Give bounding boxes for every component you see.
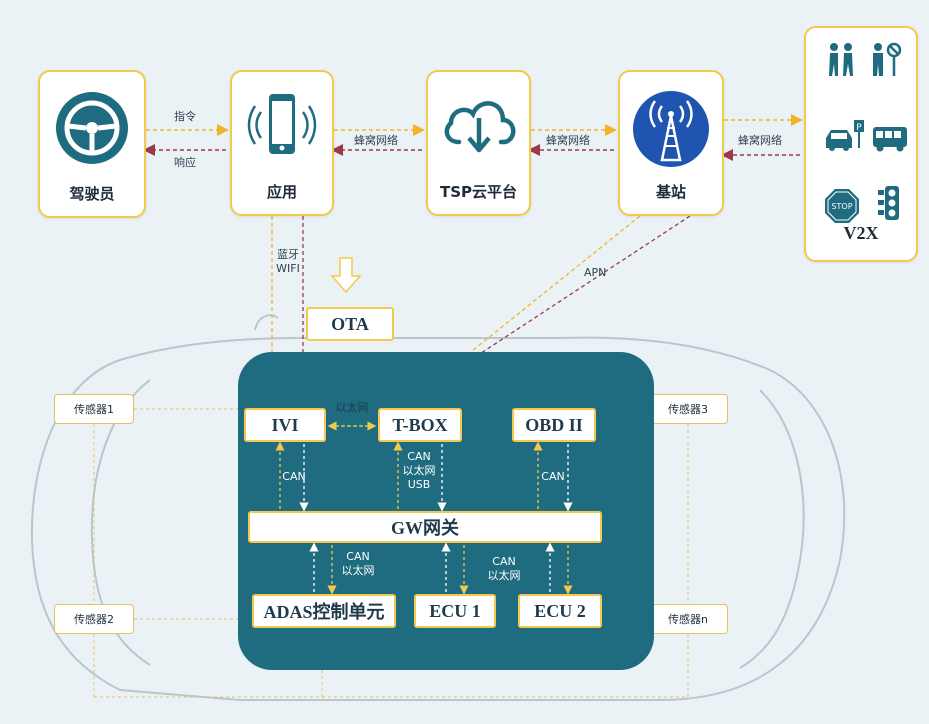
obd-gw-can-label: CAN (541, 470, 565, 483)
driver-app-response-label: 响应 (174, 156, 196, 169)
sensor-3[interactable]: 传感器3 (648, 394, 728, 424)
ivi-gw-can-label: CAN (282, 470, 306, 483)
ecu2-box[interactable]: ECU 2 (518, 594, 602, 628)
sensor-1[interactable]: 传感器1 (54, 394, 134, 424)
tsp-node[interactable]: TSP云平台 (426, 70, 531, 216)
v2x-label: V2X (843, 223, 879, 243)
cell-tower-icon (620, 90, 722, 172)
pedestrians-icon (824, 42, 858, 76)
tbox-gw-ethernet-text: 以太网 (402, 464, 436, 477)
steering-wheel-icon (40, 90, 144, 170)
ecu-gw-ethernet-text: 以太网 (487, 569, 521, 582)
sensor-2[interactable]: 传感器2 (54, 604, 134, 634)
ecu1-box[interactable]: ECU 1 (414, 594, 496, 628)
sensor-n[interactable]: 传感器n (648, 604, 728, 634)
adas-gw-label: CAN 以太网 (338, 550, 378, 578)
base-tbox-apn-label: APN (584, 266, 607, 279)
cloud-download-icon (428, 90, 529, 164)
ota-box[interactable]: OTA (306, 307, 394, 341)
vehicle-network-panel: IVI T-BOX OBD II GW网关 ADAS控制单元 ECU 1 ECU… (238, 352, 654, 670)
app-ivi-bluetooth-label: 蓝牙 WIFI (268, 248, 308, 276)
tbox-box[interactable]: T-BOX (378, 408, 462, 442)
tsp-base-cellular-label: 蜂窝网络 (546, 134, 590, 147)
app-label: 应用 (266, 183, 297, 201)
ivi-box[interactable]: IVI (244, 408, 326, 442)
traffic-light-icon (876, 184, 910, 220)
base-station-node[interactable]: 基站 (618, 70, 724, 216)
stop-sign-icon: STOP (824, 188, 859, 223)
ecu-gw-label: CAN 以太网 (482, 555, 526, 583)
base-v2x-cellular-label: 蜂窝网络 (738, 134, 782, 147)
adas-box[interactable]: ADAS控制单元 (252, 594, 396, 628)
wifi-text: WIFI (276, 262, 300, 275)
panel-connectors (275, 421, 573, 595)
svg-text:STOP: STOP (831, 202, 852, 211)
tbox-gw-label: CAN 以太网 USB (396, 450, 442, 492)
driver-app-command-label: 指令 (174, 110, 196, 123)
ivi-tbox-ethernet-label: 以太网 (335, 401, 369, 414)
tbox-gw-can-text: CAN (407, 450, 431, 463)
obd-box[interactable]: OBD II (512, 408, 596, 442)
svg-text:P: P (856, 123, 862, 133)
app-node[interactable]: 应用 (230, 70, 334, 216)
gateway-box[interactable]: GW网关 (248, 511, 602, 543)
car-parking-icon: P (824, 120, 864, 154)
base-station-label: 基站 (655, 183, 686, 201)
bluetooth-text: 蓝牙 (277, 248, 299, 261)
app-tsp-cellular-label: 蜂窝网络 (354, 134, 398, 147)
bus-icon (872, 124, 907, 158)
tbox-gw-usb-text: USB (407, 478, 431, 491)
adas-gw-can-text: CAN (346, 550, 370, 563)
smartphone-icon (232, 90, 332, 170)
driver-node[interactable]: 驾驶员 (38, 70, 146, 218)
roadworker-sign-icon (868, 42, 902, 76)
driver-label: 驾驶员 (69, 185, 115, 203)
tsp-label: TSP云平台 (439, 183, 518, 201)
ecu-gw-can-text: CAN (492, 555, 516, 568)
adas-gw-ethernet-text: 以太网 (341, 564, 375, 577)
v2x-node[interactable]: P STOP V2X (804, 26, 918, 262)
